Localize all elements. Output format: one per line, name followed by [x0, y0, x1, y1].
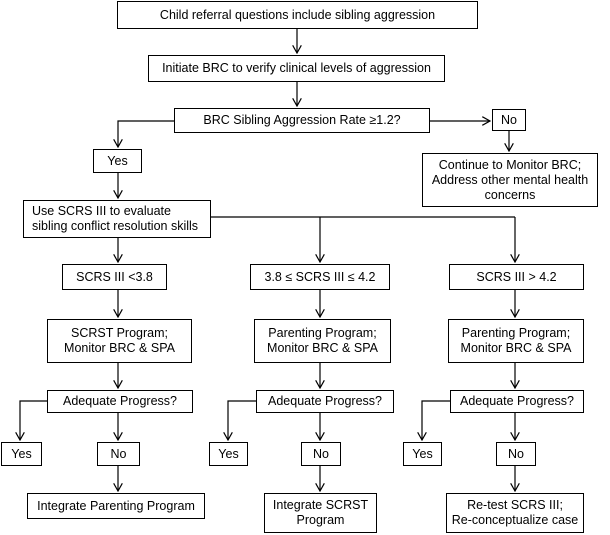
branch1-progress-decision: Adequate Progress? — [47, 390, 193, 413]
branch2-outcome-box: Integrate SCRST Program — [264, 493, 377, 533]
evaluate-scrs-box: Use SCRS III to evaluate sibling conflic… — [23, 200, 211, 238]
branch2-program-box: Parenting Program; Monitor BRC & SPA — [254, 319, 391, 363]
initiate-brc-box: Initiate BRC to verify clinical levels o… — [148, 55, 445, 82]
branch1-program-box: SCRST Program; Monitor BRC & SPA — [47, 319, 192, 363]
branch3-outcome-box: Re-test SCRS III; Re-conceptualize case — [446, 493, 584, 533]
branch1-no-box: No — [97, 442, 140, 466]
branch3-progress-decision: Adequate Progress? — [450, 390, 584, 413]
monitor-brc-box: Continue to Monitor BRC; Address other m… — [422, 153, 598, 207]
arrow-b2-progress-to-yes — [228, 400, 256, 440]
arrow-b3-progress-to-yes — [422, 400, 450, 440]
branch3-no-box: No — [496, 442, 536, 466]
branch3-yes-box: Yes — [403, 442, 442, 466]
no-decision-box: No — [492, 109, 526, 131]
branch3-program-box: Parenting Program; Monitor BRC & SPA — [448, 319, 584, 363]
branch1-yes-box: Yes — [1, 442, 42, 466]
branch2-condition-box: 3.8 ≤ SCRS III ≤ 4.2 — [250, 264, 390, 290]
branch1-outcome-box: Integrate Parenting Program — [27, 493, 205, 519]
branch2-no-box: No — [301, 442, 341, 466]
branch2-progress-decision: Adequate Progress? — [256, 390, 394, 413]
start-box: Child referral questions include sibling… — [117, 1, 478, 29]
arrow-b1-progress-to-yes — [20, 400, 47, 440]
aggression-rate-decision-box: BRC Sibling Aggression Rate ≥1.2? — [174, 108, 430, 133]
branch1-condition-box: SCRS III <3.8 — [62, 264, 167, 290]
branch3-condition-box: SCRS III > 4.2 — [449, 264, 584, 290]
arrow-decision-to-yes — [118, 120, 174, 147]
yes-decision-box: Yes — [93, 149, 142, 173]
branch2-yes-box: Yes — [209, 442, 248, 466]
